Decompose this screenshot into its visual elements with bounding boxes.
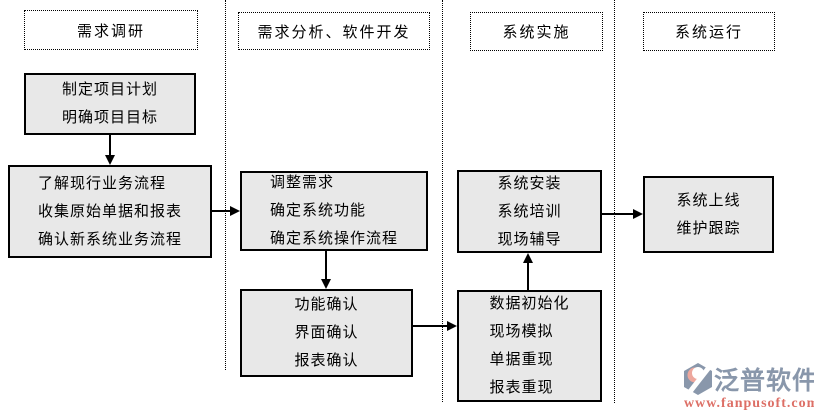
text-line: 现场辅导 xyxy=(497,230,562,248)
arrow-head-down-icon xyxy=(321,279,331,289)
process-box-text: 系统安装 系统培训 现场辅导 xyxy=(497,170,561,254)
phase-header-label: 系统实施 xyxy=(502,24,571,41)
text-line: 收集原始单据和报表 xyxy=(37,202,182,220)
fanpu-logo-icon xyxy=(684,359,716,398)
text-line: 确认新系统业务流程 xyxy=(37,230,182,248)
text-line: 界面确认 xyxy=(294,324,359,341)
text-line: 制定项目计划 xyxy=(61,81,158,98)
process-box-text: 系统上线 维护跟踪 xyxy=(676,187,740,243)
text-line: 报表重现 xyxy=(489,379,554,396)
text-line: 报表确认 xyxy=(294,352,359,369)
text-line: 单据重现 xyxy=(489,351,554,368)
arrow-head-down-icon xyxy=(105,155,115,165)
arrow-line xyxy=(413,325,448,327)
process-box-text: 功能确认 界面确认 报表确认 xyxy=(294,291,358,375)
process-box-research: 了解现行业务流程 收集原始单据和报表 确认新系统业务流程 xyxy=(8,165,212,258)
arrow-line xyxy=(602,213,634,215)
phase-header-analysis-development: 需求分析、软件开发 xyxy=(238,12,430,50)
arrow-line xyxy=(109,135,111,157)
process-box-text: 数据初始化 现场模拟 单据重现 报表重现 xyxy=(489,290,569,402)
text-line: 系统上线 xyxy=(676,191,741,209)
process-box-text: 了解现行业务流程 收集原始单据和报表 确认新系统业务流程 xyxy=(38,170,182,254)
fanpu-url-text: www.fanpusoft.com xyxy=(684,396,814,411)
phase-header-label: 系统运行 xyxy=(674,24,743,41)
process-box-plan: 制定项目计划 明确项目目标 xyxy=(24,73,196,135)
arrow-line xyxy=(212,210,231,212)
phase-divider-2 xyxy=(442,0,443,402)
arrow-head-right-icon xyxy=(230,206,240,216)
fanpu-brand-text: 泛普软件 xyxy=(714,367,814,395)
process-box-dataprep: 数据初始化 现场模拟 单据重现 报表重现 xyxy=(457,290,602,402)
arrow-line xyxy=(325,251,327,280)
phase-header-label: 需求分析、软件开发 xyxy=(257,23,411,41)
phase-divider-3 xyxy=(614,0,615,403)
phase-header-implementation: 系统实施 xyxy=(470,12,603,51)
text-line: 数据初始化 xyxy=(489,295,570,312)
phase-header-requirements-research: 需求调研 xyxy=(24,10,198,50)
process-box-operation: 系统上线 维护跟踪 xyxy=(643,176,774,253)
process-box-text: 调整需求 确定系统功能 确定系统操作流程 xyxy=(270,169,398,253)
phase-divider-1 xyxy=(225,0,226,370)
text-line: 现场模拟 xyxy=(489,323,554,340)
text-line: 功能确认 xyxy=(294,296,359,313)
text-line: 调整需求 xyxy=(269,174,334,191)
text-line: 明确项目目标 xyxy=(61,109,158,126)
process-box-analysis: 调整需求 确定系统功能 确定系统操作流程 xyxy=(240,171,428,251)
text-line: 系统安装 xyxy=(497,174,562,192)
process-box-implement: 系统安装 系统培训 现场辅导 xyxy=(457,170,602,253)
text-line: 了解现行业务流程 xyxy=(37,174,166,192)
process-box-confirm: 功能确认 界面确认 报表确认 xyxy=(240,289,413,377)
fanpu-watermark: 泛普软件 www.fanpusoft.com xyxy=(684,359,814,412)
text-line: 维护跟踪 xyxy=(676,219,741,237)
arrow-head-up-icon xyxy=(523,253,533,263)
arrow-head-right-icon xyxy=(447,321,457,331)
fanpu-logo-row: 泛普软件 xyxy=(684,359,814,398)
text-line: 系统培训 xyxy=(497,202,562,220)
arrow-line xyxy=(527,262,529,290)
arrow-head-right-icon xyxy=(633,209,643,219)
phase-header-label: 需求调研 xyxy=(76,22,145,40)
text-line: 确定系统功能 xyxy=(269,202,366,219)
text-line: 确定系统操作流程 xyxy=(269,230,398,247)
phase-header-operation: 系统运行 xyxy=(643,12,775,51)
process-box-text: 制定项目计划 明确项目目标 xyxy=(62,76,158,132)
